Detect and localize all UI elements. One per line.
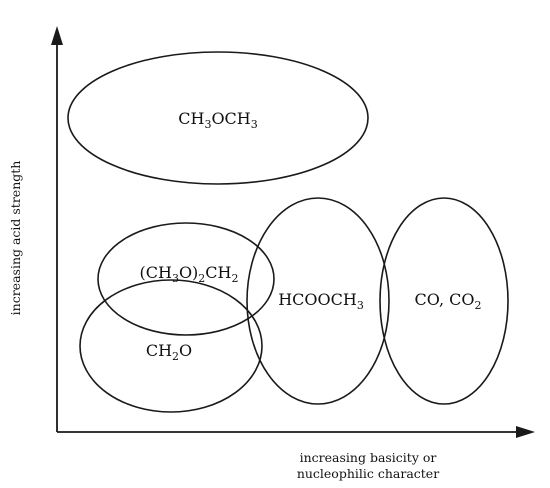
x-axis-arrowhead [516,426,535,438]
formula-part: 2 [474,299,481,312]
region-carbon-oxides [379,197,509,405]
label-dimethyl-ether: CH3OCH3 [178,109,258,131]
region-dimethoxymethane [97,222,275,336]
y-axis-label: increasing acid strength [8,161,23,316]
formula-part: (CH [140,263,172,282]
formula-part: O [179,341,192,360]
x-axis-label-line2: nucleophilic character [297,466,439,481]
region-formaldehyde [79,279,263,413]
formula-part: CH [146,341,172,360]
region-methyl-formate [246,197,390,405]
formula-part: O) [179,263,198,282]
formula-part: 2 [172,350,179,363]
x-axis-label-line1: increasing basicity or [300,450,437,465]
formula-part: 3 [251,118,258,131]
label-carbon-oxides: CO, CO2 [415,290,482,312]
formula-part: OCH [211,109,250,128]
label-methyl-formate: HCOOCH3 [278,290,364,312]
formula-part: 3 [204,118,211,131]
formula-part: HCOOCH [278,290,357,309]
formula-part: 3 [357,299,364,312]
formula-part: 2 [232,272,239,285]
formula-part: 3 [172,272,179,285]
y-axis-arrowhead [51,26,63,45]
formula-part: 2 [198,272,205,285]
region-dimethyl-ether [67,51,369,185]
formula-part: CH [178,109,204,128]
formula-part: CO, CO [415,290,475,309]
label-formaldehyde: CH2O [146,341,192,363]
label-dimethoxymethane: (CH3O)2CH2 [140,263,239,285]
formula-part: CH [205,263,231,282]
